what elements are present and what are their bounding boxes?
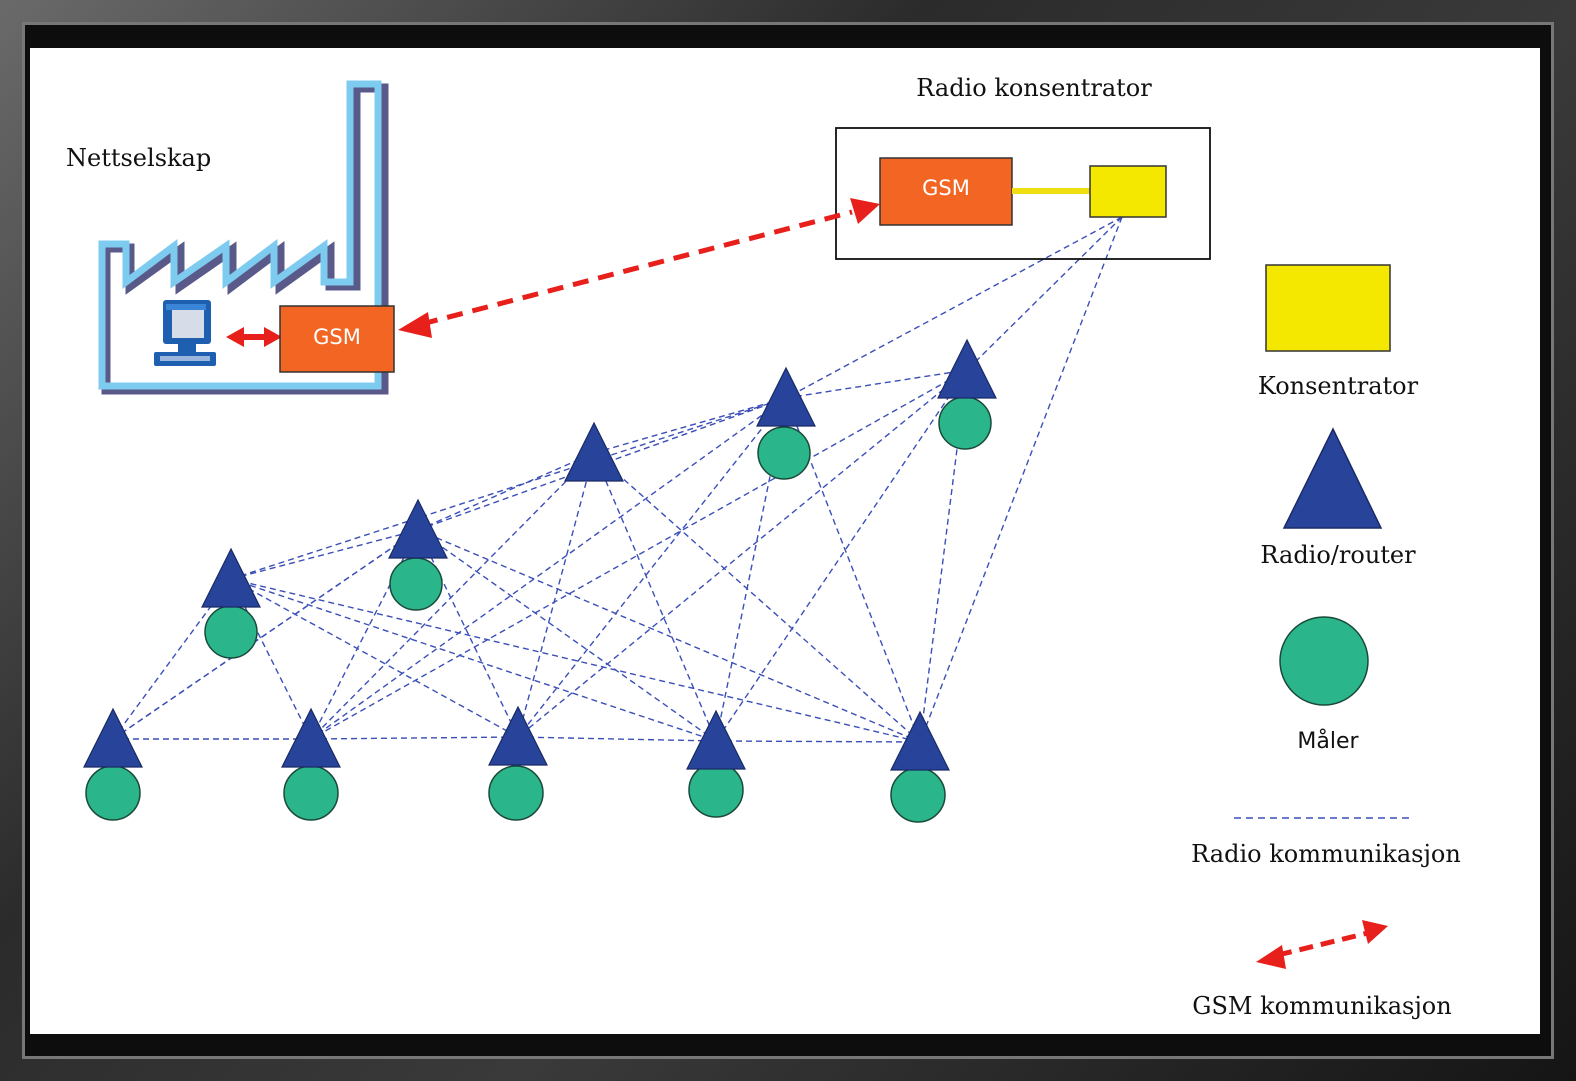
legend-gsm-label: GSM kommunikasjon xyxy=(1192,992,1451,1020)
router-node[interactable] xyxy=(388,498,448,559)
computer-icon[interactable] xyxy=(154,300,216,366)
legend-gsm-arrowhead-left xyxy=(1256,945,1286,969)
radio-link-line xyxy=(230,578,519,738)
radio-link-concentrator-line xyxy=(966,216,1123,371)
legend-meter-label: Måler xyxy=(1297,728,1359,754)
radio-link-line xyxy=(417,529,717,742)
radio-link-line xyxy=(230,578,717,742)
radio-link-line xyxy=(517,736,717,742)
concentrator-title: Radio konsentrator xyxy=(916,74,1152,102)
gsm-modem-company[interactable]: GSM xyxy=(279,305,395,373)
gsm-modem-concentrator[interactable]: GSM xyxy=(879,157,1013,226)
meter-node[interactable] xyxy=(389,557,443,611)
meter-node[interactable] xyxy=(488,765,544,821)
meter-node[interactable] xyxy=(204,605,258,659)
legend-concentrator-swatch xyxy=(1265,264,1391,352)
radio-link-line xyxy=(310,529,419,740)
radio-link-line xyxy=(310,452,595,740)
radio-link-line xyxy=(715,740,921,743)
router-node[interactable] xyxy=(937,338,997,399)
meter-node[interactable] xyxy=(283,765,339,821)
radio-link-line xyxy=(593,452,921,743)
network-nodes xyxy=(83,338,997,823)
concentrator-enclosure xyxy=(835,127,1211,260)
meter-node[interactable] xyxy=(890,767,946,823)
router-node[interactable] xyxy=(756,366,816,427)
radio-link-line xyxy=(417,452,595,531)
radio-link-line xyxy=(310,397,787,740)
meter-node[interactable] xyxy=(938,396,992,450)
legend-gsm-swatch-line xyxy=(1277,930,1369,958)
legend-router-swatch xyxy=(1282,427,1383,529)
radio-link-line xyxy=(517,452,595,738)
gsm-label-concentrator: GSM xyxy=(922,176,970,200)
radio-link-line xyxy=(517,369,968,738)
radio-link-line xyxy=(230,529,419,580)
factory-building xyxy=(98,80,389,395)
meter-node[interactable] xyxy=(688,762,744,818)
radio-link-line xyxy=(310,736,519,740)
router-node[interactable] xyxy=(488,705,548,766)
factory-shadow-outline xyxy=(101,83,389,395)
radio-link-line xyxy=(112,529,419,740)
legend-radio-label: Radio kommunikasjon xyxy=(1191,840,1461,868)
radio-link-line xyxy=(230,578,921,743)
radio-link-line xyxy=(593,452,717,742)
router-node[interactable] xyxy=(201,547,261,608)
legend-meter-swatch xyxy=(1279,616,1369,706)
meter-node[interactable] xyxy=(757,426,811,480)
router-node[interactable] xyxy=(83,707,143,768)
gsm-label-company: GSM xyxy=(313,325,361,349)
radio-link-line xyxy=(230,397,787,580)
factory-outline xyxy=(98,80,382,390)
radio-link-line xyxy=(785,369,968,399)
radio-link-line xyxy=(715,397,787,742)
company-label: Nettselskap xyxy=(66,144,211,172)
gsm-link xyxy=(398,198,880,338)
legend-concentrator-label: Konsentrator xyxy=(1258,372,1419,400)
radio-link-line xyxy=(417,529,519,738)
router-node[interactable] xyxy=(281,707,341,768)
legend-router-label: Radio/router xyxy=(1260,541,1416,569)
meter-node[interactable] xyxy=(85,765,141,821)
radio-link-line xyxy=(593,397,787,454)
radio-link-line xyxy=(517,397,787,738)
radio-links xyxy=(112,216,1123,743)
legend: Konsentrator Radio/router Måler Radio ko… xyxy=(1191,264,1461,1020)
computer-gsm-link xyxy=(226,327,282,347)
legend-gsm-arrowhead-right xyxy=(1362,920,1388,944)
radio-link-concentrator-line xyxy=(919,216,1123,743)
router-node[interactable] xyxy=(564,421,624,482)
radio-link-line xyxy=(310,369,968,740)
radio-link-line xyxy=(417,529,921,743)
diagram-canvas xyxy=(30,48,1540,1034)
radio-link-concentrator-line xyxy=(785,216,1123,399)
concentrator-unit[interactable] xyxy=(1089,165,1167,218)
router-node[interactable] xyxy=(890,710,950,771)
radio-link-line xyxy=(715,369,968,742)
router-node[interactable] xyxy=(686,709,746,770)
